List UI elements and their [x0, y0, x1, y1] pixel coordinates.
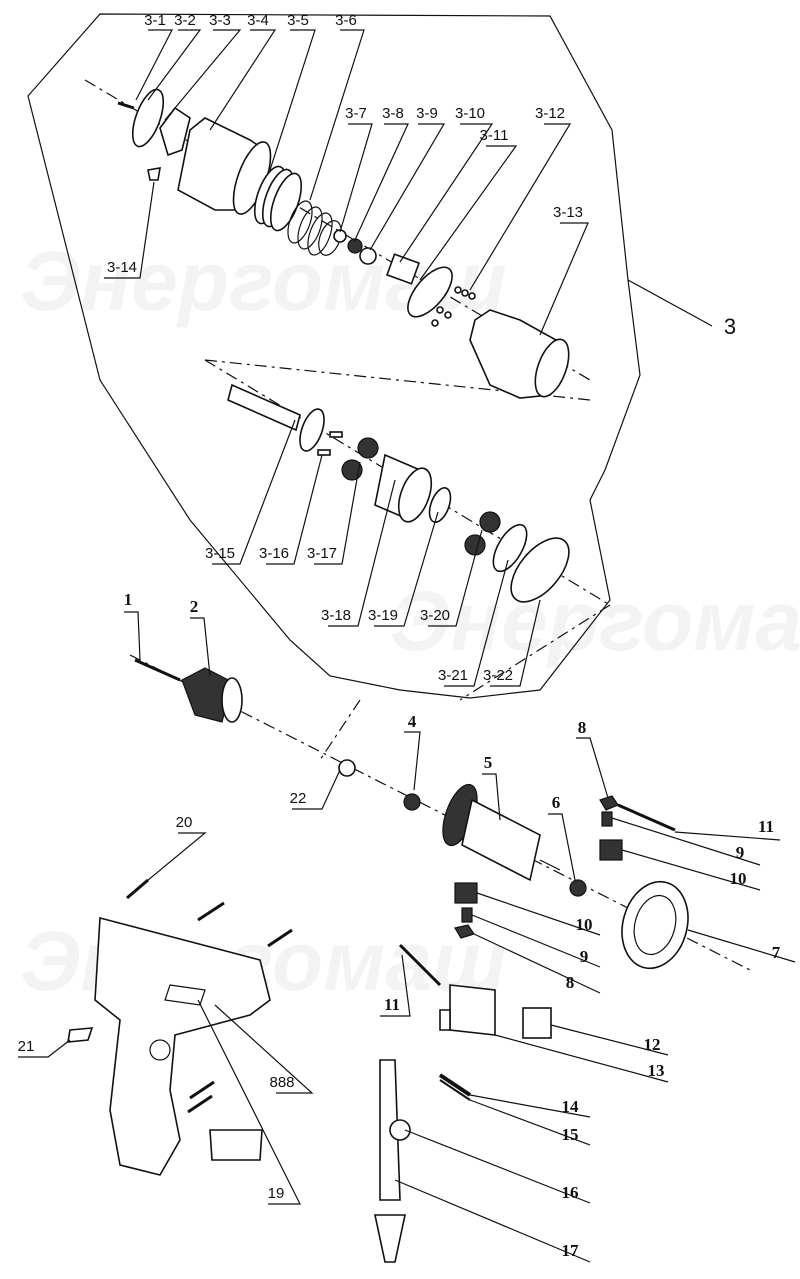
- callout-3: 3: [724, 314, 736, 339]
- part-3-10-bushing: [385, 253, 421, 285]
- callout-labels: 3-1 3-2 3-3 3-4 3-5 3-6 3-7 3-8 3-9 3-10 3-11 3-12 3…: [18, 12, 781, 1260]
- callout-3-2: 3-2: [174, 12, 196, 29]
- callout-3-21: 3-21: [438, 667, 468, 684]
- callout-8: 8: [566, 973, 575, 992]
- part-17-plug: [374, 1214, 406, 1263]
- part-888-housing: [94, 916, 271, 1176]
- part-5-armature: [442, 783, 561, 882]
- part-10-brush: [599, 839, 623, 861]
- gearbox-group-outline: [27, 13, 641, 699]
- axis-link-2: [459, 604, 611, 701]
- part-9-spring: [601, 811, 613, 827]
- part-14-screw: [438, 1073, 472, 1097]
- part-3-11-oring: [407, 266, 453, 318]
- callout-9: 9: [580, 947, 589, 966]
- leader-lines: [18, 29, 796, 1263]
- part-3-9-bearing: [359, 247, 377, 265]
- part-3-19-carrier: [428, 487, 452, 523]
- part-2-chuck: [181, 667, 243, 723]
- callout-11: 11: [758, 817, 774, 836]
- callout-3-16: 3-16: [259, 545, 289, 562]
- callout-14: 14: [562, 1097, 580, 1116]
- axis-link: [204, 359, 591, 401]
- part-3-17-gears: [341, 437, 379, 481]
- part-3-12-balls: [431, 286, 476, 327]
- part-3-1-screw: [117, 101, 135, 110]
- part-10b-brush: [454, 882, 478, 904]
- callout-3-11: 3-11: [480, 127, 509, 144]
- callout-1: 1: [124, 590, 133, 609]
- callout-10: 10: [576, 915, 593, 934]
- callout-20: 20: [176, 814, 193, 831]
- part-8-brush-spring: [599, 795, 619, 811]
- callout-3-9: 3-9: [416, 105, 438, 122]
- callout-3-5: 3-5: [287, 12, 309, 29]
- callout-6: 6: [552, 793, 561, 812]
- part-3-18-ring-gear: [374, 453, 433, 523]
- callout-3-6: 3-6: [335, 12, 357, 29]
- part-3-13-housing: [469, 309, 570, 399]
- part-3-3-bracket: [159, 106, 191, 157]
- part-3-15-shaft: [227, 383, 325, 452]
- part-4-bearing: [403, 793, 421, 811]
- callout-3-3: 3-3: [209, 12, 231, 29]
- callout-3-1: 3-1: [144, 12, 166, 29]
- callout-3-7: 3-7: [345, 105, 367, 122]
- callout-7: 7: [772, 943, 781, 962]
- part-19-label-plate: [209, 1129, 263, 1161]
- part-16-cord-guard: [379, 1059, 411, 1201]
- callout-12: 12: [644, 1035, 661, 1054]
- part-12-capacitor: [522, 1007, 552, 1039]
- callout-13: 13: [648, 1061, 665, 1080]
- callout-3-4: 3-4: [247, 12, 269, 29]
- callout-2: 2: [190, 597, 199, 616]
- callout-3-20: 3-20: [420, 607, 450, 624]
- callout-3-17: 3-17: [307, 545, 337, 562]
- part-3-16-pins: [317, 431, 343, 456]
- part-3-20-gears: [464, 511, 501, 556]
- leader-3: [627, 279, 713, 327]
- callout-9: 9: [736, 843, 745, 862]
- callout-4: 4: [408, 712, 417, 731]
- callout-3-10: 3-10: [455, 105, 485, 122]
- callout-3-12: 3-12: [535, 105, 565, 122]
- callout-11: 11: [384, 995, 400, 1014]
- callout-17: 17: [562, 1241, 580, 1260]
- part-11-lever: [617, 803, 676, 832]
- callout-21: 21: [18, 1038, 35, 1055]
- callout-16: 16: [562, 1183, 579, 1202]
- callout-5: 5: [484, 753, 493, 772]
- callout-3-13: 3-13: [553, 204, 583, 221]
- part-6-bearing: [569, 879, 587, 897]
- callout-10: 10: [730, 869, 747, 888]
- callout-8: 8: [578, 718, 587, 737]
- part-1-screw: [134, 658, 181, 682]
- part-3-2-plate: [131, 88, 165, 148]
- part-22-washer: [338, 759, 356, 777]
- callout-888: 888: [269, 1074, 294, 1091]
- part-7-stator: [621, 880, 689, 970]
- callout-3-22: 3-22: [483, 667, 513, 684]
- callout-22: 22: [290, 790, 307, 807]
- part-3-14-pin: [147, 167, 161, 181]
- watermark-3: Энергомаш: [390, 574, 800, 668]
- callout-15: 15: [562, 1125, 579, 1144]
- part-3-5-spring-rings: [253, 165, 303, 232]
- callout-3-14: 3-14: [107, 259, 137, 276]
- callout-19: 19: [268, 1185, 285, 1202]
- part-9b-spring: [461, 907, 473, 923]
- part-11b-lever: [398, 943, 442, 987]
- part-3-4-sleeve: [177, 117, 272, 215]
- callout-3-18: 3-18: [321, 607, 351, 624]
- part-15-clamp: [439, 1079, 471, 1101]
- part-21-clip: [67, 1027, 94, 1043]
- callout-3-8: 3-8: [382, 105, 404, 122]
- axis-link-3: [319, 699, 361, 761]
- callout-3-19: 3-19: [368, 607, 398, 624]
- part-3-22-cover: [510, 537, 570, 603]
- callout-3-15: 3-15: [205, 545, 235, 562]
- part-3-21-washer: [492, 523, 528, 573]
